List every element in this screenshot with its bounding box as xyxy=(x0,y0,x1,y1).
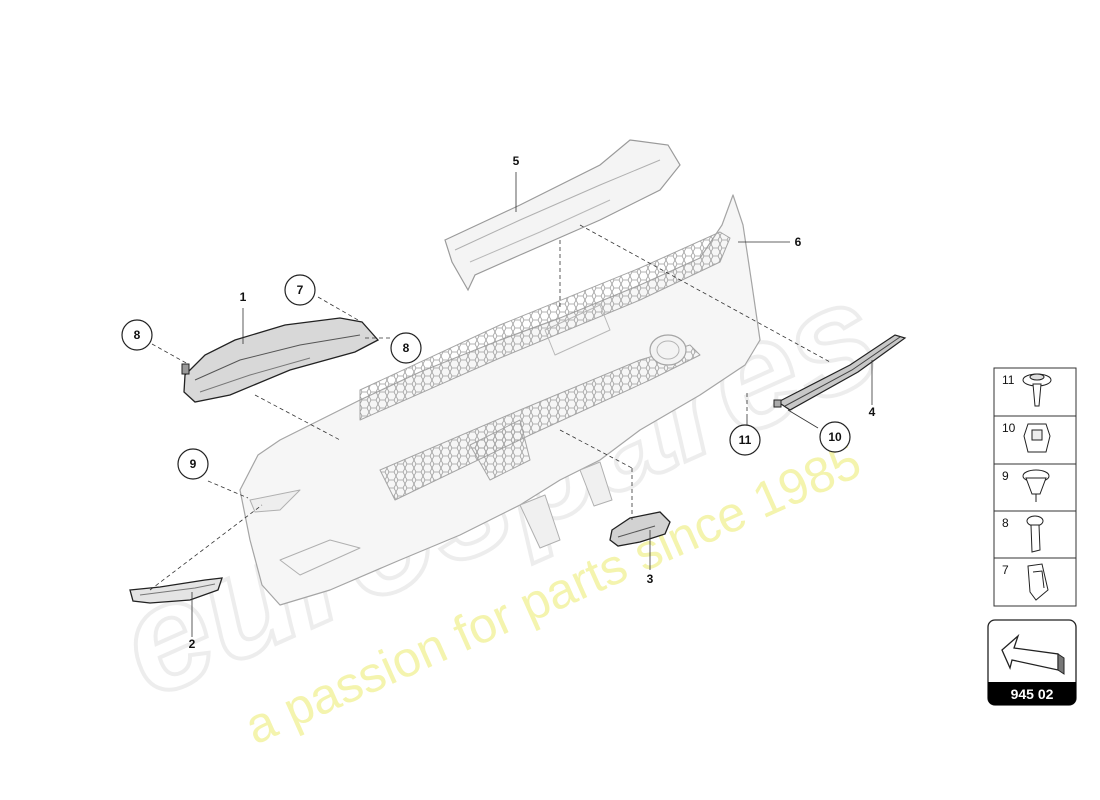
legend-row-11: 11 xyxy=(1002,373,1052,407)
callouts: 1 2 3 4 5 6 7 8 8 9 10 11 xyxy=(121,154,876,651)
callout-8a: 8 xyxy=(134,328,141,342)
callout-circle-7 xyxy=(284,274,316,306)
svg-text:11: 11 xyxy=(1002,373,1015,387)
side-rail-part xyxy=(773,334,907,411)
callout-circle-8a xyxy=(121,319,153,351)
callout-1: 1 xyxy=(240,290,247,304)
screw-washer-icon xyxy=(1022,373,1052,407)
reference-code: 945 02 xyxy=(1011,686,1054,702)
rivet-icon xyxy=(1022,469,1050,502)
bolt-icon xyxy=(1026,515,1044,553)
callout-7: 7 xyxy=(297,283,304,297)
small-bracket-part xyxy=(609,511,671,547)
svg-text:9: 9 xyxy=(1002,469,1009,483)
legend-row-10: 10 xyxy=(1002,421,1051,453)
side-cover-part xyxy=(181,317,380,403)
rear-bumper-assembly xyxy=(239,194,761,606)
svg-text:10: 10 xyxy=(1002,421,1016,435)
callout-circle-8b xyxy=(390,332,422,364)
reflector-trim-part xyxy=(129,577,223,604)
spoiler-part xyxy=(444,139,681,292)
svg-text:8: 8 xyxy=(1002,516,1009,530)
svg-text:7: 7 xyxy=(1002,563,1009,577)
dashed-lines xyxy=(149,224,831,591)
legend-row-7: 7 xyxy=(1002,563,1049,601)
bracket-clip-icon xyxy=(1027,563,1049,601)
callout-10: 10 xyxy=(828,430,842,444)
callout-11: 11 xyxy=(739,433,752,447)
callout-9: 9 xyxy=(190,457,197,471)
callout-4: 4 xyxy=(869,405,876,419)
callout-6: 6 xyxy=(795,235,802,249)
callout-circle-11 xyxy=(729,424,761,456)
callout-8b: 8 xyxy=(403,341,410,355)
callout-5: 5 xyxy=(513,154,520,168)
reference-badge: 945 02 xyxy=(987,619,1077,706)
callout-circle-10 xyxy=(819,421,851,453)
legend-row-8: 8 xyxy=(1002,515,1044,553)
direction-arrow-icon xyxy=(1001,633,1065,675)
callout-circle-9 xyxy=(177,448,209,480)
callout-3: 3 xyxy=(647,572,654,586)
legend-row-9: 9 xyxy=(1002,469,1050,502)
fastener-legend: 11 10 9 8 xyxy=(993,367,1077,607)
callout-2: 2 xyxy=(189,637,196,651)
leader-lines xyxy=(191,172,873,637)
clip-nut-icon xyxy=(1023,423,1051,453)
